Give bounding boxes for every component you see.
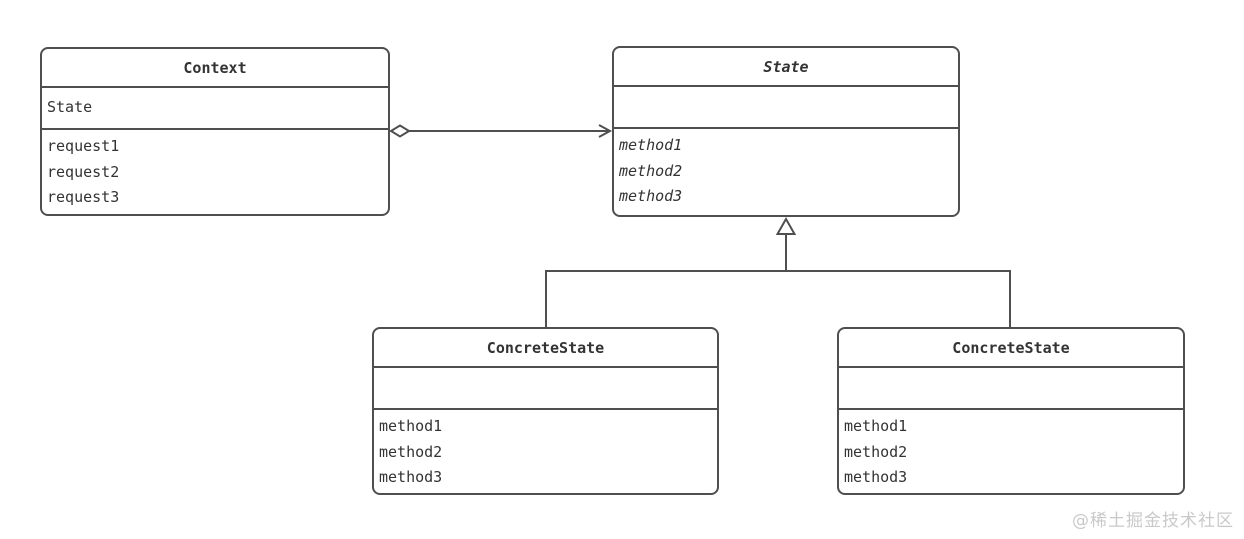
- method-item: request1: [47, 137, 120, 155]
- class-attributes: [839, 366, 1183, 408]
- class-methods: method1 method2 method3: [614, 127, 958, 215]
- method-item: method3: [379, 468, 443, 486]
- aggregation-edge: [389, 124, 613, 138]
- class-box-concrete-state-left: ConcreteState method1 method2 method3: [372, 327, 719, 495]
- method-item: method1: [379, 417, 443, 435]
- watermark-text: @稀土掘金技术社区: [1072, 511, 1234, 531]
- class-methods: method1 method2 method3: [374, 408, 717, 493]
- class-title: Context: [183, 58, 247, 77]
- class-attributes: [374, 366, 717, 408]
- aggregation-diamond-icon: [389, 124, 411, 138]
- class-box-state: State method1 method2 method3: [612, 46, 960, 217]
- class-title: State: [763, 57, 809, 76]
- class-box-concrete-state-right: ConcreteState method1 method2 method3: [837, 327, 1185, 495]
- method-item: method1: [844, 417, 908, 435]
- attribute-item: State: [47, 98, 93, 116]
- class-box-context: Context State request1 request2 request3: [40, 47, 390, 216]
- method-item: method3: [844, 468, 908, 486]
- method-item: method3: [619, 187, 683, 205]
- class-methods: request1 request2 request3: [42, 128, 388, 214]
- method-item: request2: [47, 162, 120, 181]
- method-item: request3: [47, 188, 120, 206]
- open-arrowhead-icon: [598, 124, 613, 138]
- class-title: ConcreteState: [952, 338, 1070, 357]
- class-title: ConcreteState: [486, 338, 605, 357]
- method-item: method2: [619, 161, 683, 180]
- method-item: method2: [844, 442, 908, 461]
- inheritance-triangle-icon: [775, 216, 797, 235]
- class-attributes: State: [42, 86, 388, 128]
- class-attributes: [614, 85, 958, 127]
- class-methods: method1 method2 method3: [839, 408, 1183, 493]
- method-item: method1: [619, 136, 683, 154]
- method-item: method2: [379, 442, 443, 461]
- inheritance-edge: [545, 216, 1011, 327]
